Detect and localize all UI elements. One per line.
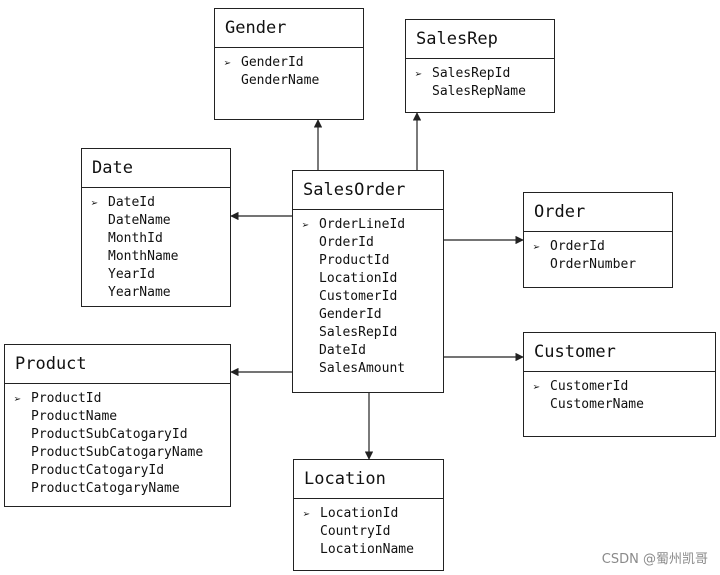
field-name: CustomerId (550, 379, 629, 394)
watermark-text: CSDN @蜀州凯哥 (601, 552, 708, 567)
primary-key-arrow-icon: ➢ (533, 380, 541, 394)
entity-location: Location ➢ LocationId CountryId LocationN… (293, 459, 444, 571)
field-name: ProductSubCatogaryName (31, 445, 204, 460)
field-name: ProductId (31, 391, 102, 406)
entity-salesrep: SalesRep ➢ SalesRepId SalesRepName (405, 19, 555, 113)
field-row: ➢ OrderId (524, 238, 672, 256)
field-name: GenderId (319, 307, 382, 322)
field-list: ➢ GenderId GenderName (215, 48, 363, 90)
field-row: OrderId (293, 234, 443, 252)
entity-gender: Gender ➢ GenderId GenderName (214, 8, 364, 120)
field-name: OrderNumber (550, 257, 637, 272)
field-row: ProductCatogaryId (5, 462, 230, 480)
field-row: SalesRepId (293, 324, 443, 342)
field-name: CustomerName (550, 397, 644, 412)
field-name: DateId (319, 343, 366, 358)
field-row: CustomerName (524, 396, 715, 414)
field-row: ➢ ProductId (5, 390, 230, 408)
entity-order: Order ➢ OrderId OrderNumber (523, 192, 673, 288)
entity-title: Product (5, 345, 230, 384)
field-list: ➢ SalesRepId SalesRepName (406, 59, 554, 101)
entity-title: SalesOrder (293, 171, 443, 210)
field-row: ➢ SalesRepId (406, 65, 554, 83)
field-list: ➢ OrderLineId OrderId ProductId LocationI… (293, 210, 443, 378)
primary-key-arrow-icon: ➢ (533, 240, 541, 254)
field-list: ➢ OrderId OrderNumber (524, 232, 672, 274)
field-row: DateName (82, 212, 230, 230)
field-list: ➢ CustomerId CustomerName (524, 372, 715, 414)
field-name: LocationId (320, 506, 399, 521)
field-name: OrderId (319, 235, 374, 250)
field-row: ProductCatogaryName (5, 480, 230, 498)
field-name: SalesRepName (432, 84, 526, 99)
field-list: ➢ LocationId CountryId LocationName (294, 499, 443, 559)
field-row: ➢ LocationId (294, 505, 443, 523)
field-list: ➢ ProductId ProductName ProductSubCatogar… (5, 384, 230, 498)
field-name: LocationId (319, 271, 398, 286)
field-name: LocationName (320, 542, 414, 557)
field-name: ProductName (31, 409, 118, 424)
field-name: GenderName (241, 73, 320, 88)
field-name: YearName (108, 285, 171, 300)
field-row: CustomerId (293, 288, 443, 306)
field-row: ProductSubCatogaryId (5, 426, 230, 444)
entity-date: Date ➢ DateId DateName MonthId MonthName … (81, 148, 231, 307)
field-name: ProductId (319, 253, 390, 268)
field-row: LocationId (293, 270, 443, 288)
primary-key-arrow-icon: ➢ (302, 218, 310, 232)
primary-key-arrow-icon: ➢ (415, 67, 423, 81)
field-row: ➢ GenderId (215, 54, 363, 72)
field-row: YearName (82, 284, 230, 302)
field-row: ProductName (5, 408, 230, 426)
entity-title: Gender (215, 9, 363, 48)
field-row: SalesRepName (406, 83, 554, 101)
field-row: CountryId (294, 523, 443, 541)
field-row: MonthName (82, 248, 230, 266)
field-row: ➢ CustomerId (524, 378, 715, 396)
field-name: MonthId (108, 231, 163, 246)
field-row: GenderName (215, 72, 363, 90)
field-row: ProductSubCatogaryName (5, 444, 230, 462)
field-row: ➢ DateId (82, 194, 230, 212)
primary-key-arrow-icon: ➢ (224, 56, 232, 70)
field-name: YearId (108, 267, 155, 282)
field-name: GenderId (241, 55, 304, 70)
field-row: ➢ OrderLineId (293, 216, 443, 234)
field-name: OrderLineId (319, 217, 406, 232)
entity-salesorder: SalesOrder ➢ OrderLineId OrderId ProductI… (292, 170, 444, 393)
entity-title: Location (294, 460, 443, 499)
field-name: CustomerId (319, 289, 398, 304)
field-name: OrderId (550, 239, 605, 254)
field-name: CountryId (320, 524, 391, 539)
entity-customer: Customer ➢ CustomerId CustomerName (523, 332, 716, 437)
field-name: ProductCatogaryName (31, 481, 180, 496)
field-name: SalesRepId (432, 66, 511, 81)
field-row: SalesAmount (293, 360, 443, 378)
field-row: LocationName (294, 541, 443, 559)
entity-product: Product ➢ ProductId ProductName ProductSu… (4, 344, 231, 507)
entity-title: Order (524, 193, 672, 232)
field-name: MonthName (108, 249, 179, 264)
field-name: DateName (108, 213, 171, 228)
field-name: ProductCatogaryId (31, 463, 165, 478)
field-name: SalesRepId (319, 325, 398, 340)
field-name: SalesAmount (319, 361, 406, 376)
entity-title: Customer (524, 333, 715, 372)
primary-key-arrow-icon: ➢ (14, 392, 22, 406)
field-row: DateId (293, 342, 443, 360)
primary-key-arrow-icon: ➢ (303, 507, 311, 521)
field-name: DateId (108, 195, 155, 210)
entity-title: Date (82, 149, 230, 188)
primary-key-arrow-icon: ➢ (91, 196, 99, 210)
field-list: ➢ DateId DateName MonthId MonthName YearI… (82, 188, 230, 302)
field-name: ProductSubCatogaryId (31, 427, 188, 442)
field-row: ProductId (293, 252, 443, 270)
field-row: MonthId (82, 230, 230, 248)
field-row: OrderNumber (524, 256, 672, 274)
entity-title: SalesRep (406, 20, 554, 59)
field-row: YearId (82, 266, 230, 284)
field-row: GenderId (293, 306, 443, 324)
